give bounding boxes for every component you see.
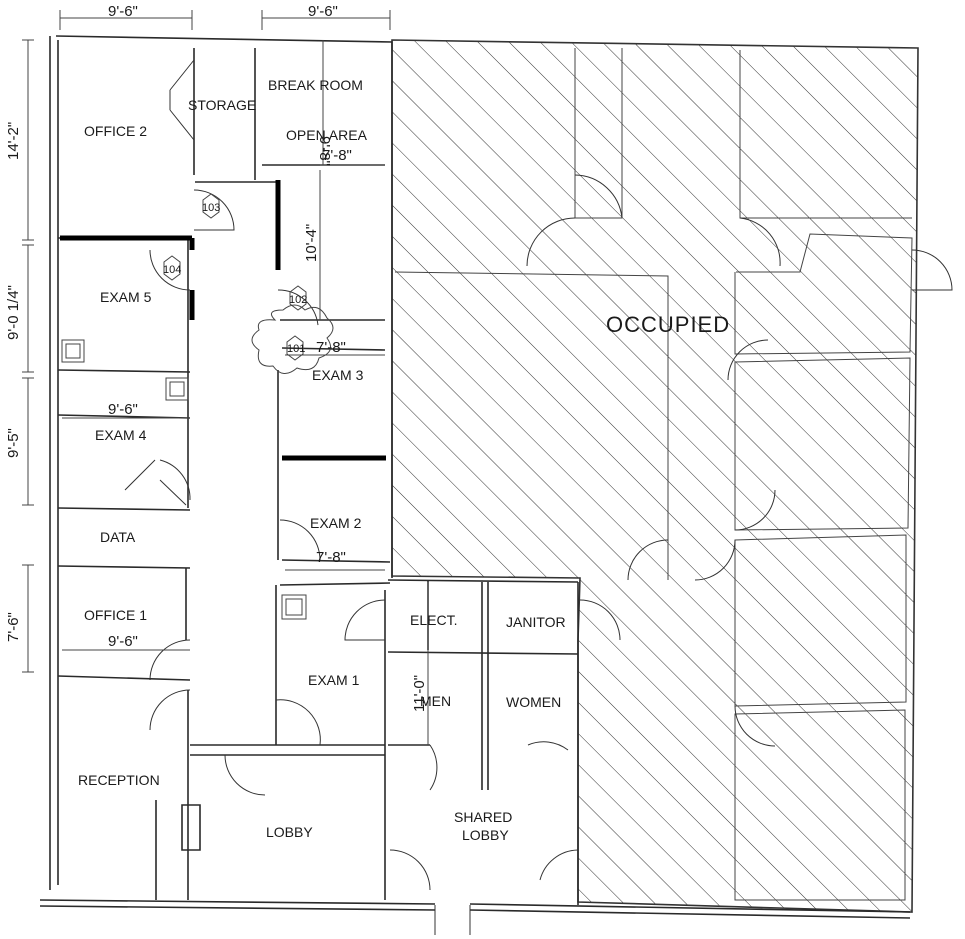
dim-left-2: 9'-0 1/4" bbox=[5, 285, 22, 340]
door-tag-104: 104 bbox=[163, 264, 181, 276]
door-tag-hex-102 bbox=[289, 285, 307, 311]
thick-walls bbox=[60, 180, 386, 461]
dim-elect-height: 11'-0" bbox=[411, 675, 428, 712]
dim-left-4: 7'-6" bbox=[5, 612, 22, 642]
dim-left-3: 9'-5" bbox=[5, 428, 22, 458]
occupied-label: OCCUPIED bbox=[606, 312, 730, 337]
dimension-labels: 9'-6" 9'-6" 14'-2" 9'-0 1/4" 9'-5" 7'-6"… bbox=[5, 3, 428, 712]
room-janitor: JANITOR bbox=[506, 614, 566, 630]
dim-breakroom-height: 9'-8" bbox=[316, 136, 333, 166]
door-tag-101: 101 bbox=[287, 343, 305, 355]
door-tag-hex-103 bbox=[202, 193, 220, 219]
room-break-room: BREAK ROOM bbox=[268, 77, 363, 93]
door-tag-102: 102 bbox=[289, 294, 307, 306]
dim-exam4-width: 9'-6" bbox=[108, 401, 138, 418]
dim-open-area-width: 7'-8" bbox=[322, 147, 352, 164]
dim-office1-width: 9'-6" bbox=[108, 633, 138, 650]
room-open-area: OPEN AREA bbox=[286, 127, 368, 143]
room-shared-lobby-line2: LOBBY bbox=[462, 827, 509, 843]
dim-left-1: 14'-2" bbox=[5, 122, 22, 160]
room-men: MEN bbox=[420, 693, 451, 709]
door-swings bbox=[124, 59, 579, 935]
dim-exam3-width: 7'-8" bbox=[316, 339, 346, 356]
room-labels: OFFICE 2 STORAGE BREAK ROOM OPEN AREA EX… bbox=[78, 77, 730, 843]
room-lobby: LOBBY bbox=[266, 824, 313, 840]
room-elect: ELECT. bbox=[410, 612, 457, 628]
dim-top-left: 9'-6" bbox=[108, 3, 138, 20]
room-exam-1: EXAM 1 bbox=[308, 672, 360, 688]
room-office-2: OFFICE 2 bbox=[84, 123, 147, 139]
dim-exam2-width: 7'-8" bbox=[316, 549, 346, 566]
dimension-lines bbox=[22, 10, 429, 745]
room-data: DATA bbox=[100, 529, 136, 545]
room-exam-5: EXAM 5 bbox=[100, 289, 152, 305]
dim-corridor-height: 10'-4" bbox=[303, 224, 320, 262]
room-storage: STORAGE bbox=[188, 97, 256, 113]
door-tag-103: 103 bbox=[202, 202, 220, 214]
room-reception: RECEPTION bbox=[78, 772, 160, 788]
door-tag-hex-104 bbox=[163, 255, 181, 281]
door-tag-hex-101 bbox=[286, 335, 304, 361]
room-women: WOMEN bbox=[506, 694, 561, 710]
room-exam-2: EXAM 2 bbox=[310, 515, 362, 531]
dim-top-right: 9'-6" bbox=[308, 3, 338, 20]
door-tags: 103 104 102 101 bbox=[163, 193, 307, 361]
fixtures bbox=[61, 339, 307, 620]
room-exam-4: EXAM 4 bbox=[95, 427, 147, 443]
room-shared-lobby-line1: SHARED bbox=[454, 809, 512, 825]
room-exam-3: EXAM 3 bbox=[312, 367, 364, 383]
tenant-walls bbox=[39, 35, 911, 919]
room-office-1: OFFICE 1 bbox=[84, 607, 147, 623]
occupied-area bbox=[391, 39, 953, 913]
